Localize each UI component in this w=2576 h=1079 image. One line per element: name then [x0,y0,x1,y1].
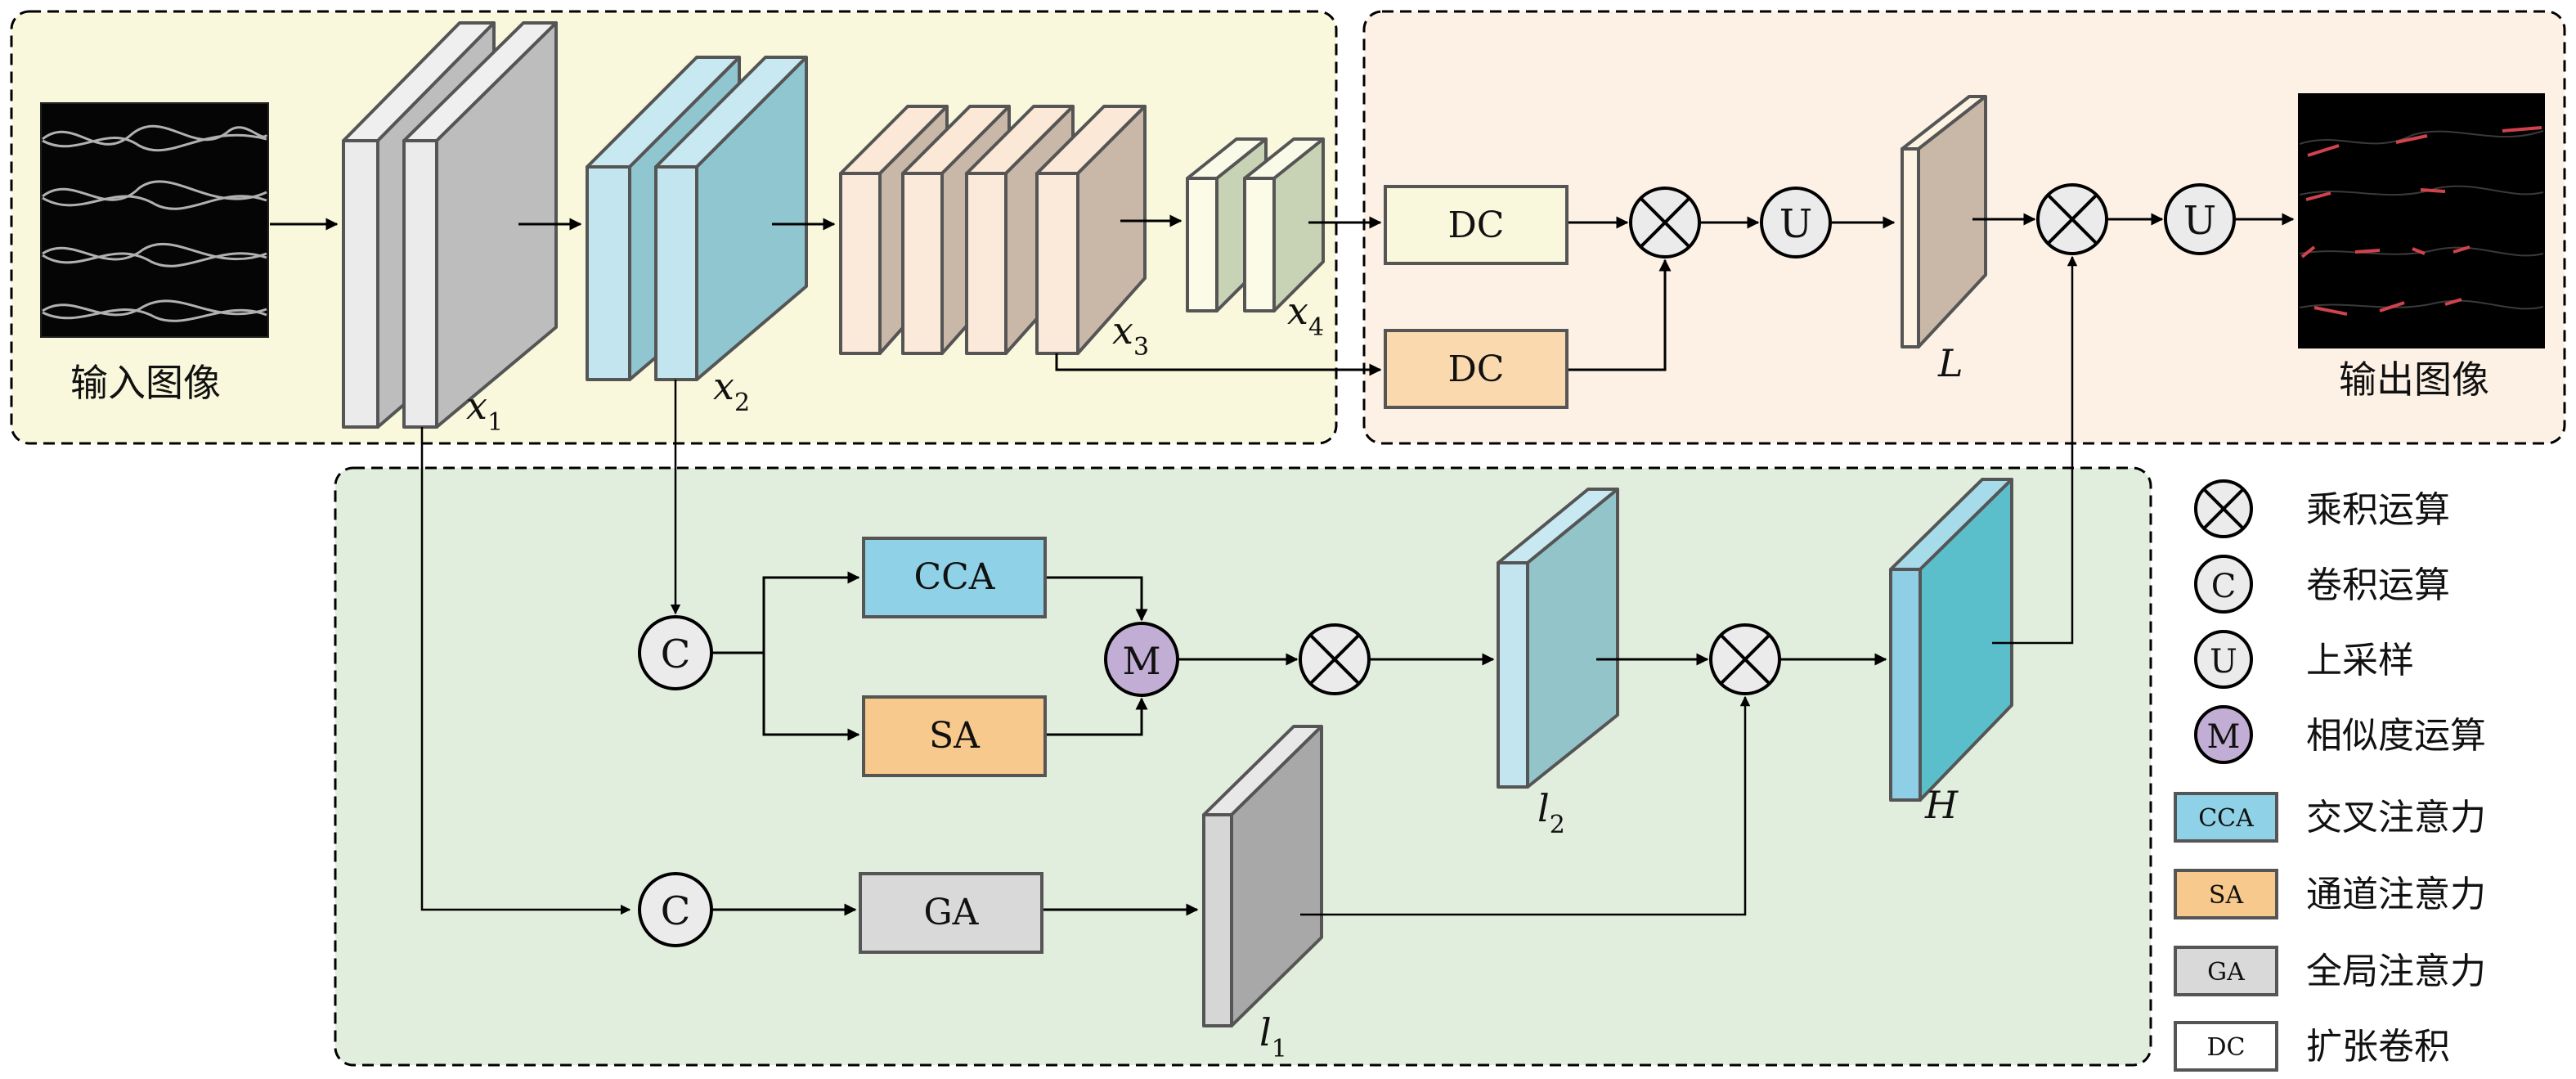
output-image [2298,93,2545,348]
svg-text:CCA: CCA [2198,804,2254,833]
l2-label: l2 [1537,786,1565,839]
edge-x1-conv-bottom [420,427,631,915]
svg-text:C: C [661,888,691,934]
edge-dc-bottom-mult [1568,259,1672,371]
feature-map-L [1901,95,1987,348]
conv-op-top: C [638,615,713,690]
multiply-op-attention-2 [1709,623,1781,695]
svg-text:乘积运算: 乘积运算 [2306,489,2450,531]
L-label: L [1937,341,1963,385]
upsample-op-2: U [2164,183,2236,255]
x4-label: x4 [1287,289,1324,342]
sa-label: SA [929,715,981,757]
legend-item-upsample: U 上采样 [2194,630,2414,689]
ga-label: GA [924,892,980,933]
upsample-op-1: U [1760,187,1832,259]
x3-label: x3 [1112,308,1149,362]
svg-text:C: C [661,632,691,677]
output-image-label: 输出图像 [2339,357,2489,402]
similarity-op: M [1104,622,1179,697]
dc-bottom-block [1384,329,1568,409]
svg-text:卷积运算: 卷积运算 [2306,564,2450,606]
edge-x3-dc-bottom [1055,353,1382,376]
multiply-op-attention-1 [1299,623,1371,695]
legend-item-multiply: 乘积运算 [2194,479,2450,538]
feature-map-H [1889,478,2013,802]
svg-text:扩张卷积: 扩张卷积 [2306,1026,2450,1068]
svg-text:GA: GA [2207,958,2245,987]
svg-text:交叉注意力: 交叉注意力 [2306,797,2486,838]
input-image-label: 输入图像 [70,361,221,405]
svg-text:M: M [2207,718,2241,756]
dc-top-block [1384,185,1568,265]
dc-top-label: DC [1448,205,1505,246]
edge-cca-m [1047,576,1148,622]
svg-text:U: U [2183,198,2216,244]
edge-conv-cca [711,571,860,654]
ga-block [859,872,1043,954]
input-image [40,102,269,338]
legend: 乘积运算 C 卷积运算 U 上采样 M 相似度运算 CCA 交叉注意力 SA 通… [2174,479,2486,1072]
feature-map-x1 [342,21,558,429]
edge-l1-mult [1300,695,1751,916]
feature-map-l1 [1202,725,1323,1027]
svg-text:U: U [1779,201,1812,247]
legend-item-dc: DC 扩张卷积 [2174,1021,2450,1072]
svg-text:通道注意力: 通道注意力 [2306,874,2486,915]
x2-label: x2 [713,364,750,417]
cca-label: CCA [913,556,995,598]
feature-map-x4 [1186,137,1325,312]
edge-H-decoder-mult [1992,255,2078,645]
multiply-op-decoder-2 [2036,183,2108,255]
legend-item-cca: CCA 交叉注意力 [2174,792,2486,843]
legend-item-similarity: M 相似度运算 [2194,705,2486,764]
svg-text:相似度运算: 相似度运算 [2306,715,2486,757]
svg-text:全局注意力: 全局注意力 [2306,951,2486,992]
l1-label: l1 [1259,1010,1287,1063]
feature-map-x3 [839,105,1147,355]
conv-op-bottom: C [638,872,713,947]
svg-text:M: M [1122,639,1160,683]
multiply-op-decoder-1 [1629,187,1701,259]
svg-text:U: U [2210,643,2237,681]
svg-text:C: C [2211,568,2237,605]
svg-text:上采样: 上采样 [2306,640,2414,681]
svg-text:DC: DC [2206,1033,2245,1062]
legend-item-ga: GA 全局注意力 [2174,946,2486,996]
x1-label: x1 [466,384,503,437]
dc-bottom-label: DC [1448,348,1505,390]
edge-sa-m [1047,697,1148,736]
H-label: H [1924,783,1959,827]
cca-block [862,537,1047,618]
attention-panel [334,466,2152,1067]
feature-map-x2 [586,56,808,381]
svg-text:SA: SA [2209,881,2244,910]
feature-map-l2 [1497,488,1619,789]
legend-item-sa: SA 通道注意力 [2174,869,2486,919]
edge-conv-sa [762,653,860,741]
legend-item-conv: C 卷积运算 [2194,555,2450,614]
sa-block [862,695,1047,777]
